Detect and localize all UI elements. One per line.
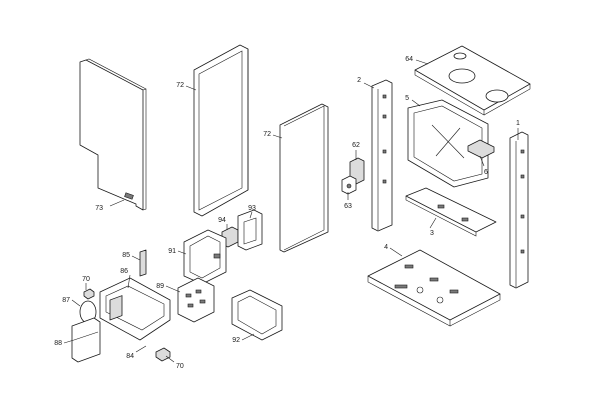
- part-72-side-panel-right: [279, 103, 329, 253]
- callout-91: 91: [168, 248, 176, 255]
- part-1-side-bracket: [509, 131, 529, 289]
- callout-72-left: 72: [176, 82, 184, 89]
- part-4-base-tray: [367, 249, 501, 327]
- callout-85: 85: [122, 252, 130, 259]
- part-93-bracket: [237, 209, 263, 251]
- callout-92: 92: [232, 337, 240, 344]
- callout-72-right: 72: [263, 131, 271, 138]
- callout-70-upper: 70: [82, 276, 90, 283]
- callout-labels: 73 72 72 2 64 5 1 62 6 63 3 94 93 91 85 …: [54, 56, 520, 370]
- part-88-flap: [71, 317, 101, 363]
- callout-70-lower: 70: [176, 363, 184, 370]
- callout-93: 93: [248, 205, 256, 212]
- callout-87: 87: [62, 297, 70, 304]
- callout-63: 63: [344, 203, 352, 210]
- part-85-pin: [139, 249, 147, 277]
- part-2-side-bracket: [371, 79, 393, 232]
- callout-62: 62: [352, 142, 360, 149]
- part-5-heat-exchanger-box: [407, 99, 489, 188]
- part-70-clip-lower: [155, 347, 171, 362]
- part-3-lower-bracket: [405, 187, 497, 237]
- callout-1: 1: [516, 120, 520, 127]
- part-63-sensor: [341, 175, 357, 195]
- part-91-control-housing: [183, 229, 227, 285]
- part-89-pcb: [177, 277, 215, 323]
- callout-64: 64: [405, 56, 413, 63]
- part-84-control-panel: [99, 277, 171, 341]
- callout-94: 94: [218, 217, 226, 224]
- callout-88: 88: [54, 340, 62, 347]
- callout-73: 73: [95, 205, 103, 212]
- callout-5: 5: [405, 95, 409, 102]
- callout-6: 6: [484, 169, 488, 176]
- part-64-top-cover: [414, 45, 531, 116]
- part-6-plate: [467, 139, 495, 159]
- part-73-front-panel: [79, 58, 147, 211]
- callout-2: 2: [357, 77, 361, 84]
- leader-lines: [63, 59, 519, 363]
- callout-4: 4: [384, 244, 388, 251]
- callout-89: 89: [156, 283, 164, 290]
- callout-84: 84: [126, 353, 134, 360]
- part-70-clip-upper: [83, 288, 95, 300]
- part-72-side-panel-left: [193, 44, 249, 217]
- callout-3: 3: [430, 230, 434, 237]
- part-92-lower-cover: [231, 289, 283, 341]
- callout-86: 86: [120, 268, 128, 275]
